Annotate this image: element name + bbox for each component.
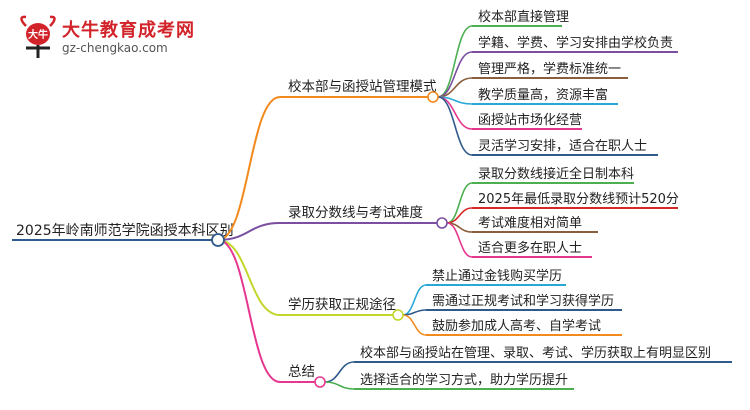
leaf-label: 选择适合的学习方式，助力学历提升 — [360, 372, 568, 388]
branch-label: 总结 — [288, 364, 315, 380]
leaf-label: 2025年最低录取分数线预计520分 — [478, 192, 679, 207]
leaf-connector — [437, 96, 473, 156]
leaf-label: 校本部与函授站在管理、录取、考试、学历获取上有明显区别 — [360, 345, 711, 361]
leaf-connector — [437, 25, 473, 98]
leaf-label: 校本部直接管理 — [478, 9, 569, 25]
branch-connector — [217, 239, 281, 316]
leaf-label: 需通过正规考试和学习获得学历 — [432, 293, 614, 309]
leaf-label: 教学质量高，资源丰富 — [478, 87, 608, 103]
leaf-label: 考试难度相对简单 — [478, 215, 582, 231]
leaf-connector — [402, 309, 427, 316]
branch-node-dot — [392, 309, 404, 321]
root-node-dot — [211, 233, 225, 247]
leaf-connector — [446, 222, 473, 258]
branch-connector — [217, 96, 281, 241]
branch-node-dot — [436, 217, 448, 229]
logo-url: gz-chengkao.com — [62, 41, 168, 55]
branch-node-dot — [427, 91, 439, 103]
leaf-label: 录取分数线接近全日制本科 — [478, 166, 634, 182]
leaf-label: 学籍、学费、学习安排由学校负责 — [478, 35, 673, 51]
logo-title: 大牛教育成考网 — [62, 20, 195, 41]
leaf-label: 灵活学习安排，适合在职人士 — [478, 138, 647, 154]
leaf-connector — [402, 314, 427, 336]
leaf-label: 函授站市场化经营 — [478, 112, 582, 128]
brand-logo: 大牛 大牛教育成考网 gz-chengkao.com — [18, 14, 238, 60]
leaf-connector — [437, 51, 473, 98]
root-label: 2025年岭南师范学院函授本科区别 — [16, 222, 234, 239]
leaf-connector — [324, 381, 355, 390]
logo-mark-text: 大牛 — [28, 28, 48, 41]
branch-node-dot — [314, 376, 326, 388]
branch-connector — [217, 239, 281, 383]
leaf-connector — [324, 361, 355, 383]
branch-label: 校本部与函授站管理模式 — [288, 78, 437, 95]
leaf-label: 管理严格，学费标准统一 — [478, 61, 621, 77]
bull-logo-icon: 大牛 — [20, 15, 56, 58]
leaf-label: 鼓励参加成人高考、自学考试 — [432, 318, 601, 334]
branch-label: 学历获取正规途径 — [288, 296, 396, 313]
branch-label: 录取分数线与考试难度 — [288, 205, 423, 221]
branch-connector — [217, 222, 281, 241]
leaf-connector — [446, 182, 473, 224]
leaf-label: 禁止通过金钱购买学历 — [432, 268, 562, 284]
leaf-label: 适合更多在职人士 — [478, 240, 582, 256]
